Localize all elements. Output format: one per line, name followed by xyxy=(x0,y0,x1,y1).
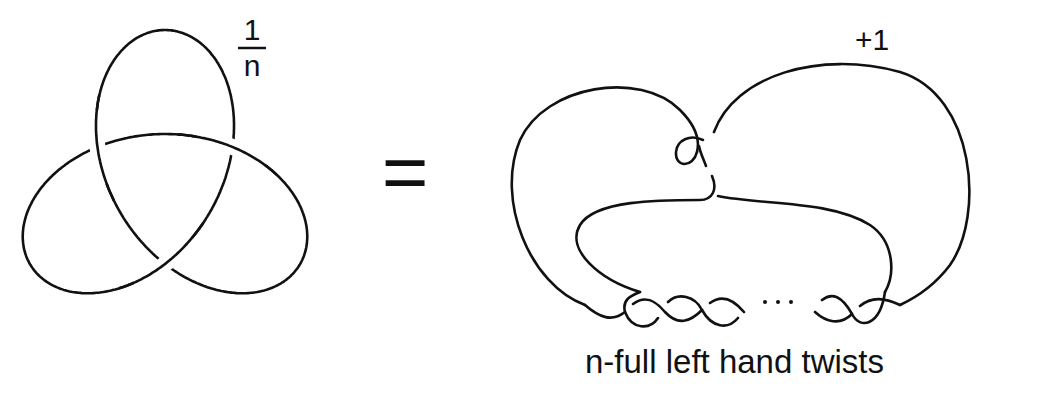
knot-strand xyxy=(141,244,187,280)
trefoil-knot xyxy=(23,30,308,293)
framing-label: +1 xyxy=(855,25,889,55)
knot-strand xyxy=(699,146,706,166)
fraction-bar xyxy=(238,47,266,50)
surgery-diagram xyxy=(512,64,970,326)
knot-strand xyxy=(576,176,714,292)
knot-strand xyxy=(512,87,698,305)
equals-sign: = xyxy=(382,132,429,212)
knot-strand xyxy=(96,96,114,201)
knot-strand xyxy=(714,64,969,305)
knot-strand xyxy=(178,135,276,175)
ellipsis-dots xyxy=(763,300,793,304)
surgery-denominator: n xyxy=(244,51,261,81)
twist-note: n-full left hand twists xyxy=(585,345,884,378)
knot-strand xyxy=(718,196,891,292)
twist-strand xyxy=(585,299,900,322)
knot-strand xyxy=(23,30,308,293)
knot-strand xyxy=(120,223,203,288)
surgery-numerator: 1 xyxy=(244,15,261,45)
twist-strand xyxy=(624,292,885,326)
